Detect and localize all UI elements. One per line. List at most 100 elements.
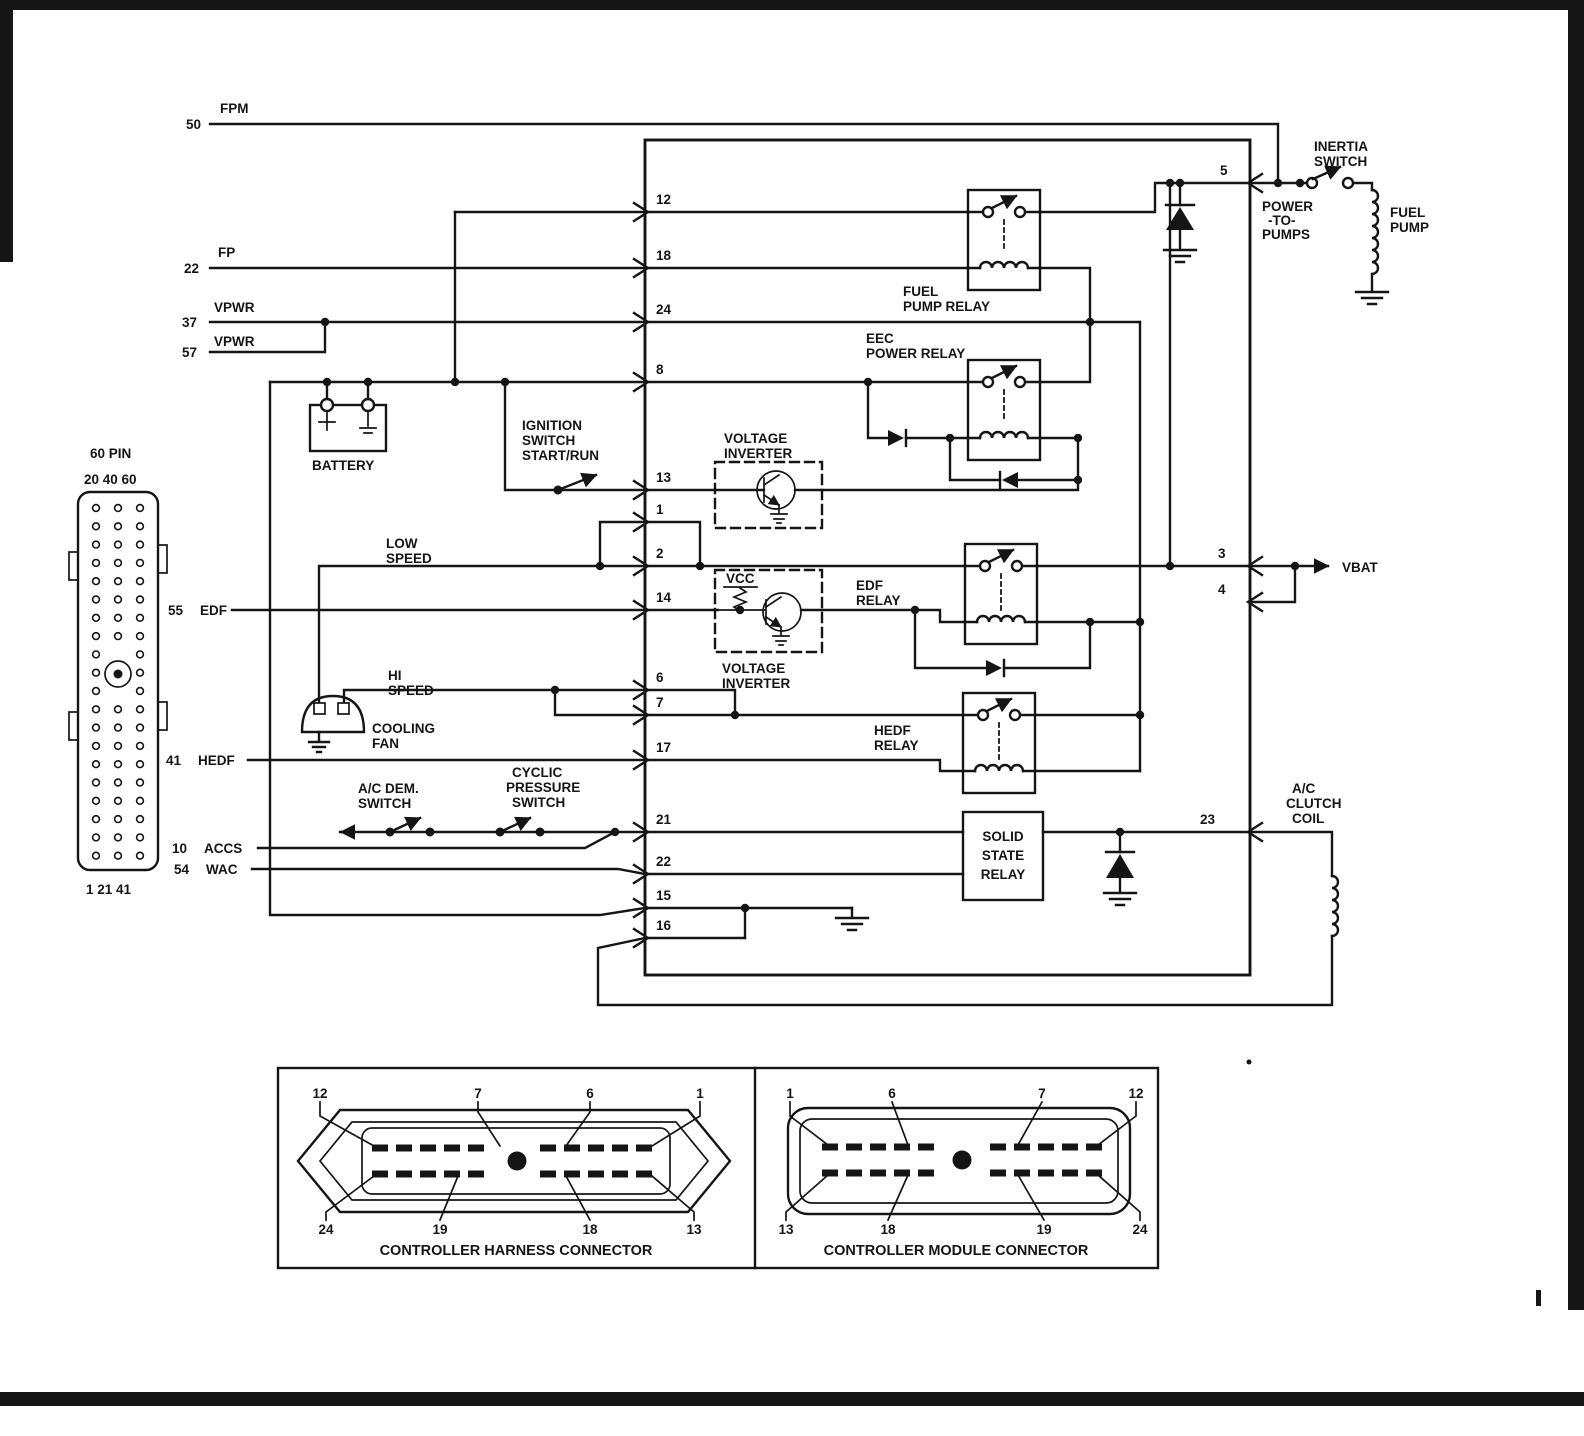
- ac-clutch-coil-label: CLUTCH: [1286, 796, 1342, 811]
- ecu-pin: 16: [656, 918, 672, 933]
- connector60-top-label: 20 40 60: [84, 472, 137, 487]
- pin-number: 50: [186, 117, 201, 132]
- cooling-fan-symbol: [300, 694, 366, 754]
- pin-name: HEDF: [198, 753, 235, 768]
- harness-pin-callout: 7: [474, 1086, 482, 1101]
- wires: [208, 122, 1390, 1007]
- harness-connector-title: CONTROLLER HARNESS CONNECTOR: [380, 1243, 653, 1259]
- ecu-pin: 7: [656, 695, 664, 710]
- cooling-fan-label: COOLING: [372, 721, 435, 736]
- connector-pin-arrows: [632, 172, 1264, 949]
- fuel-pump-relay-label: FUEL: [903, 284, 938, 299]
- ecu-pin: 17: [656, 740, 671, 755]
- ecu-pin: 14: [656, 590, 672, 605]
- coil-icon: [975, 614, 1027, 624]
- ecu-pin-numbers-left: 12 18 24 8 13 1 2 14 6 7 17 21 22 15 16: [656, 192, 672, 933]
- fuel-pump-label: FUEL: [1390, 205, 1425, 220]
- pin-number: 10: [172, 841, 187, 856]
- hedf-relay-label: RELAY: [874, 738, 919, 753]
- harness-pin-callout: 19: [432, 1222, 447, 1237]
- inverter-bottom-label: INVERTER: [722, 676, 791, 691]
- ecu-pin: 4: [1218, 582, 1226, 597]
- ac-clutch-coil-icon: [1330, 874, 1340, 938]
- ignition-switch-symbol: [553, 472, 598, 495]
- ac-clutch-coil-label: A/C: [1292, 781, 1316, 796]
- diode-icon: [986, 658, 1006, 678]
- scan-border: [0, 0, 1584, 1406]
- module-pin-callout: 18: [880, 1222, 896, 1237]
- pin-name: FPM: [220, 101, 249, 116]
- diode-icon: [998, 470, 1018, 490]
- diodes: [888, 203, 1196, 878]
- controller-harness-connector: 12 7 6 1 24 19 18 13 CONTROLLER HARNESS …: [296, 1086, 732, 1259]
- cyclic-pressure-switch-symbol: [495, 816, 545, 837]
- edf-relay-symbol: [963, 542, 1039, 646]
- component-labels: BATTERY IGNITION SWITCH START/RUN VOLTAG…: [312, 139, 1429, 826]
- cyclic-pressure-label: SWITCH: [512, 795, 565, 810]
- connector-60pin: 60 PIN 20 40 60 1 21 41: [68, 446, 168, 897]
- pin-number: 41: [166, 753, 182, 768]
- ecu-pin: 5: [1220, 163, 1228, 178]
- low-speed-label: LOW: [386, 536, 418, 551]
- module-pin-callout: 19: [1036, 1222, 1051, 1237]
- ecu-pin: 24: [656, 302, 672, 317]
- diode-icon: [1104, 850, 1136, 878]
- harness-pin-callout: 12: [312, 1086, 327, 1101]
- ecu-pin: 23: [1200, 812, 1216, 827]
- connector60-title: 60 PIN: [90, 446, 131, 461]
- hi-speed-label: SPEED: [388, 683, 434, 698]
- pin-number: 55: [168, 603, 184, 618]
- inverter-bottom-label: VOLTAGE: [722, 661, 785, 676]
- pin-name: EDF: [200, 603, 227, 618]
- ecu-pin: 2: [656, 546, 664, 561]
- cyclic-pressure-label: PRESSURE: [506, 780, 580, 795]
- pin-number: 22: [184, 261, 199, 276]
- ac-dem-switch-label: A/C DEM.: [358, 781, 419, 796]
- ecu-pin-numbers-right: 5 3 4 23: [1200, 163, 1228, 827]
- pin-name: ACCS: [204, 841, 242, 856]
- ecu-pin: 13: [656, 470, 672, 485]
- inertia-switch-symbol: [1305, 165, 1355, 190]
- ground-icon: [307, 730, 331, 754]
- fuel-pump-relay-label: PUMP RELAY: [903, 299, 990, 314]
- ecu-pin: 18: [656, 248, 672, 263]
- coil-icon: [978, 260, 1030, 270]
- cyclic-pressure-label: CYCLIC: [512, 765, 563, 780]
- eec-module-outline: [643, 138, 1252, 977]
- connector60-bottom-label: 1 21 41: [86, 882, 132, 897]
- pin-number: 37: [182, 315, 197, 330]
- low-speed-label: SPEED: [386, 551, 432, 566]
- module-pin-callout: 1: [786, 1086, 794, 1101]
- pin-name: VPWR: [214, 300, 255, 315]
- inertia-switch-label: SWITCH: [1314, 154, 1367, 169]
- module-pin-callout: 6: [888, 1086, 896, 1101]
- module-pin-blades: [822, 1143, 1102, 1177]
- resistor-icon: [731, 586, 749, 613]
- fuel-pump-relay-symbol: [966, 188, 1042, 292]
- power-to-pumps-label: PUMPS: [1262, 227, 1310, 242]
- diode-icon: [888, 428, 908, 448]
- module-pin-callout: 13: [778, 1222, 794, 1237]
- ecu-pin: 12: [656, 192, 671, 207]
- solid-state-relay-box: SOLID STATE RELAY: [961, 810, 1045, 902]
- coil-icon: [978, 430, 1030, 440]
- voltage-inverter-bottom: [713, 568, 824, 654]
- ac-clutch-coil-label: COIL: [1292, 811, 1324, 826]
- ecu-pin: 8: [656, 362, 664, 377]
- ac-demand-switch-symbol: [385, 816, 435, 837]
- pin-name: FP: [218, 245, 235, 260]
- pin-holes: [91, 503, 145, 860]
- ignition-label: IGNITION: [522, 418, 582, 433]
- module-pin-callout: 12: [1128, 1086, 1143, 1101]
- module-pin-callout: 7: [1038, 1086, 1046, 1101]
- hedf-relay-symbol: [961, 691, 1037, 795]
- eec-power-relay-symbol: [966, 358, 1042, 462]
- power-to-pumps-label: POWER: [1262, 199, 1313, 214]
- hedf-relay-label: HEDF: [874, 723, 911, 738]
- ignition-label: SWITCH: [522, 433, 575, 448]
- battery-label: BATTERY: [312, 458, 374, 473]
- cooling-fan-label: FAN: [372, 736, 399, 751]
- solid-state-relay-label: STATE: [982, 848, 1024, 863]
- module-pin-callout: 24: [1132, 1222, 1148, 1237]
